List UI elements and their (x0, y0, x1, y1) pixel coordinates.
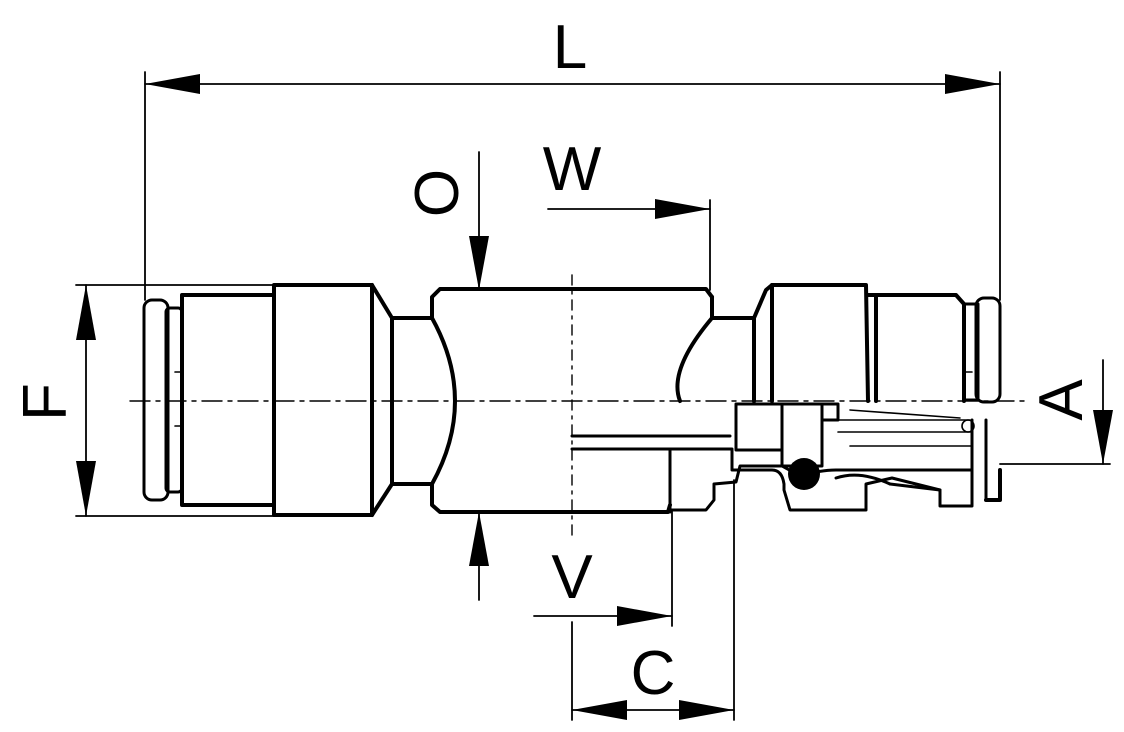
center-lines (129, 274, 1031, 541)
dimension-v: V (533, 509, 673, 627)
dimension-c: C (571, 479, 735, 721)
dimension-f: F (11, 284, 286, 517)
label-c: C (631, 639, 676, 708)
label-f: F (11, 383, 80, 421)
dimension-w: W (543, 135, 711, 291)
label-l: L (553, 13, 587, 82)
label-a: A (1027, 379, 1096, 421)
right-body (752, 283, 1002, 404)
dimension-a: A (999, 359, 1113, 465)
right-inner-section (734, 402, 1002, 502)
left-collet (142, 293, 276, 507)
dimension-l: L (144, 13, 1001, 301)
left-body (272, 283, 457, 517)
label-w: W (543, 135, 602, 204)
label-o: O (403, 169, 472, 217)
label-v: V (551, 543, 593, 612)
dimension-o: O (403, 151, 489, 601)
